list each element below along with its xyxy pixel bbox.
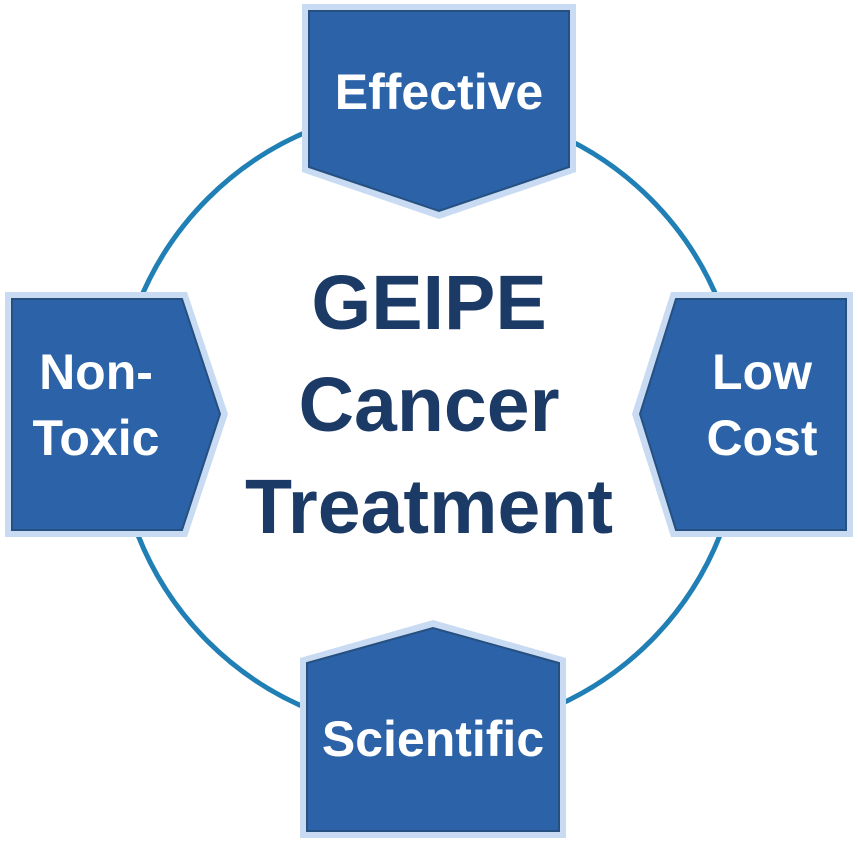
top-node-shape bbox=[308, 10, 570, 213]
left-node-label: Non- Toxic bbox=[5, 292, 187, 537]
bottom-node-shape bbox=[306, 626, 560, 832]
top-node-label: Effective bbox=[302, 5, 576, 172]
right-node-label-line-1: Low bbox=[712, 343, 812, 400]
top-node-label-text: Effective bbox=[334, 63, 544, 120]
bottom-node-label-text: Scientific bbox=[321, 710, 545, 767]
right-node-label: Low Cost bbox=[671, 292, 853, 537]
center-title-line-1: GEIPE bbox=[311, 260, 547, 346]
right-node-shape bbox=[638, 298, 847, 531]
center-title-line-2: Cancer bbox=[298, 362, 560, 448]
bottom-node-label: Scientific bbox=[300, 659, 566, 838]
center-title-line-3: Treatment bbox=[244, 464, 613, 550]
left-node-label-line-1: Non- bbox=[39, 343, 153, 400]
left-node-label-line-2: Toxic bbox=[32, 409, 160, 466]
right-node-label-line-2: Cost bbox=[706, 409, 818, 466]
left-node-shape bbox=[11, 298, 222, 531]
center-title: GEIPE Cancer Treatment bbox=[214, 252, 644, 558]
